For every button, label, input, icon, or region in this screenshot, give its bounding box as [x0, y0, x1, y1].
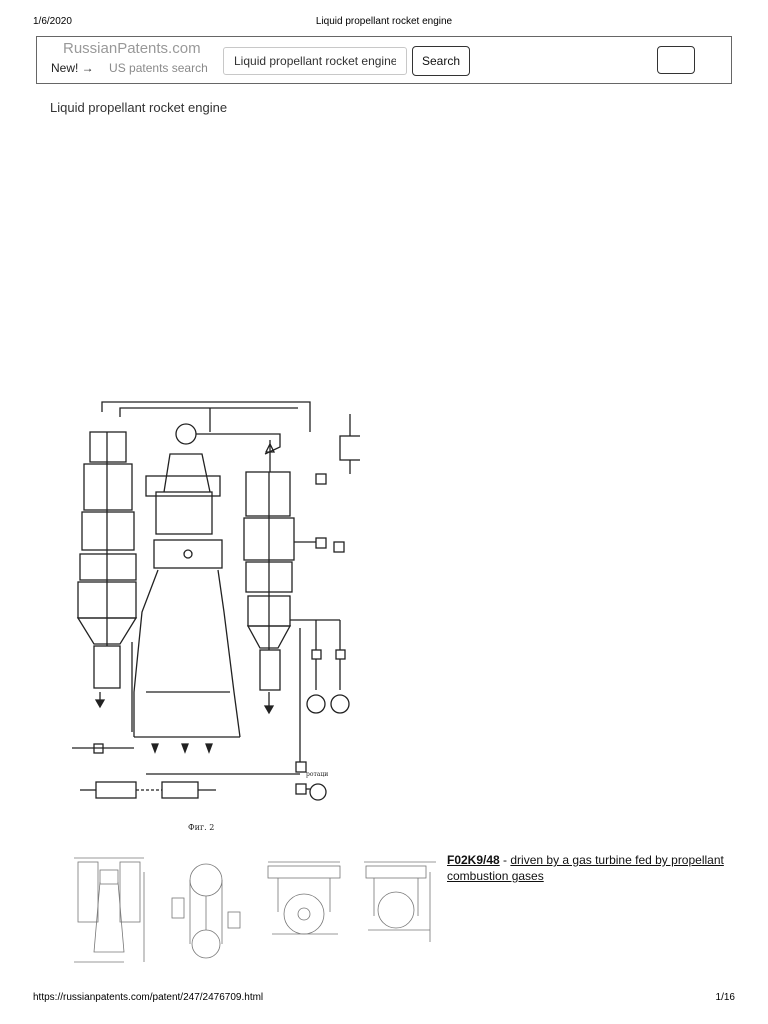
- patent-drawing: Фиг. 2 ротаци: [72, 401, 360, 832]
- print-page-number: 1/16: [715, 992, 735, 1003]
- drawing-thumbnail-4[interactable]: [354, 852, 446, 976]
- page-title: Liquid propellant rocket engine: [50, 100, 228, 115]
- classification-separator: -: [499, 853, 511, 867]
- print-header: 1/6/2020 Liquid propellant rocket engine: [0, 16, 768, 32]
- search-input[interactable]: [223, 47, 407, 75]
- classification-entry: F02K9/48 - driven by a gas turbine fed b…: [447, 852, 737, 884]
- drawing-label: ротаци: [306, 771, 328, 778]
- print-date: 1/6/2020: [33, 16, 72, 27]
- new-label: New! →: [51, 61, 94, 75]
- figure-caption: Фиг. 2: [188, 823, 214, 832]
- site-header: RussianPatents.com New! → US patents sea…: [36, 36, 732, 84]
- drawing-thumbnail-1[interactable]: [64, 852, 156, 976]
- site-logo[interactable]: RussianPatents.com: [63, 40, 201, 57]
- print-title: Liquid propellant rocket engine: [315, 16, 453, 27]
- print-url: https://russianpatents.com/patent/247/24…: [33, 992, 264, 1003]
- search-button[interactable]: Search: [412, 46, 470, 76]
- menu-button[interactable]: [657, 46, 695, 74]
- classification-code-link[interactable]: F02K9/48: [447, 853, 500, 867]
- drawing-thumbnail-3[interactable]: [258, 852, 350, 976]
- drawing-thumbnail-2[interactable]: [160, 852, 252, 976]
- new-row: New! → US patents search: [51, 61, 208, 75]
- us-patents-search-link[interactable]: US patents search: [109, 61, 208, 75]
- classification-description-link[interactable]: driven by a gas turbine fed by propellan…: [447, 853, 724, 883]
